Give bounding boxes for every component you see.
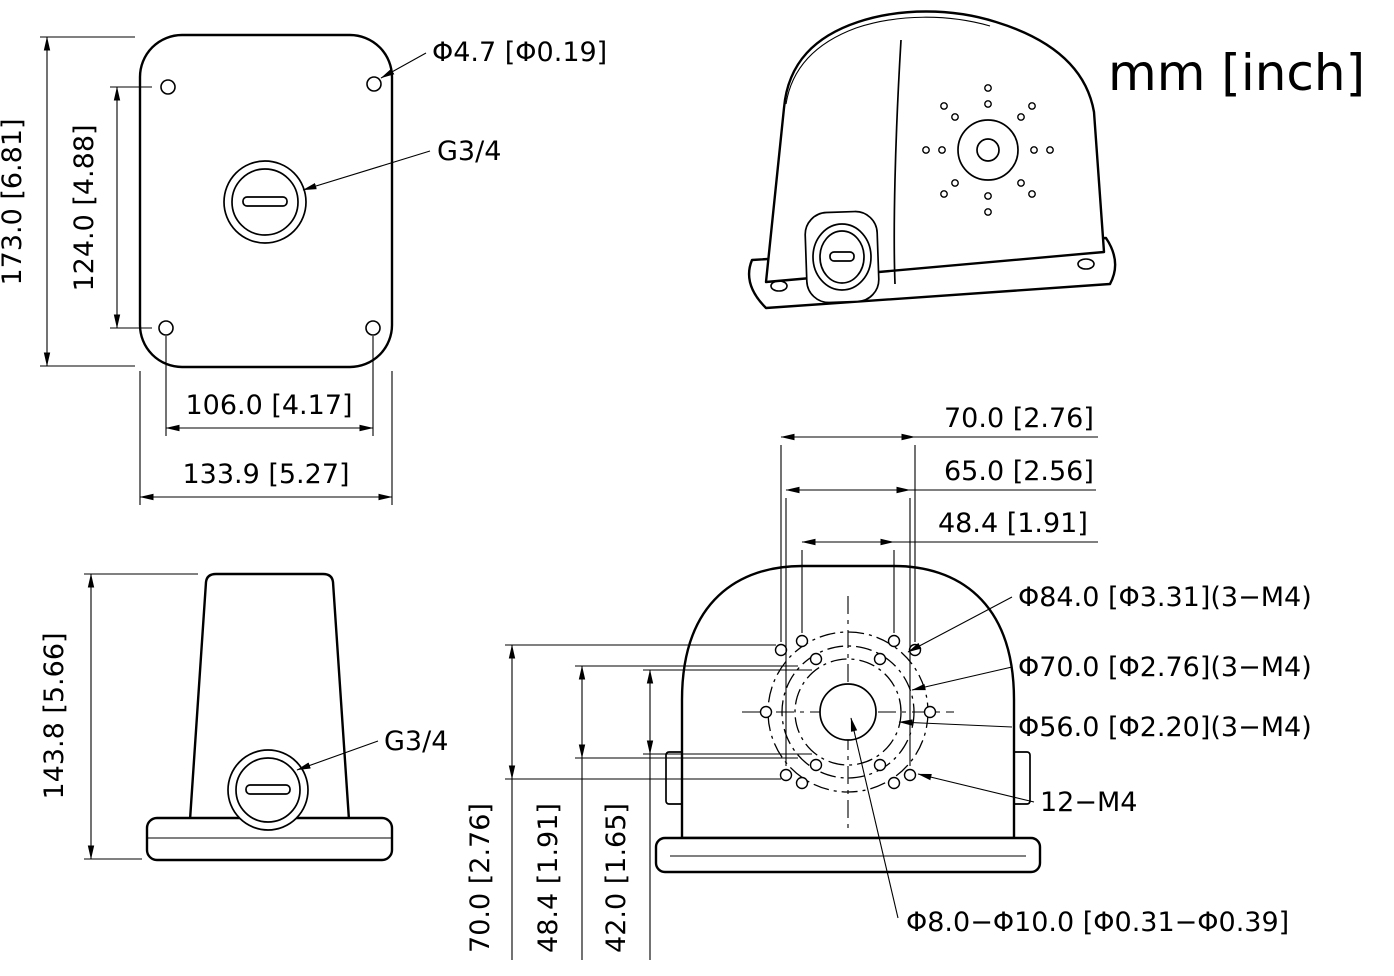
- front-center-boss: [223, 160, 307, 244]
- leader-bc70: [911, 666, 1013, 691]
- dim-front-hole-spacing-v: 124.0 [4.88]: [69, 86, 152, 329]
- iso-face-divider: [893, 39, 902, 285]
- side-view: 143.8 [5.66] G3/4: [39, 572, 448, 862]
- dim-front-height: 173.0 [6.81]: [0, 36, 135, 367]
- front-corner-holes: [158, 76, 382, 336]
- dim-back-top-48: 48.4 [1.91]: [801, 508, 1098, 633]
- back-top-48-label: 48.4 [1.91]: [938, 508, 1088, 539]
- back-center-hole: [819, 683, 877, 741]
- side-thread-callout-label: G3/4: [384, 726, 448, 757]
- dim-back-top-65: 65.0 [2.56]: [785, 456, 1096, 766]
- back-left-70-label: 70.0 [2.76]: [465, 803, 496, 953]
- bolt-circle-70: [781, 645, 915, 779]
- dim-back-left-48: 48.4 [1.91]: [533, 665, 798, 960]
- leader-12m4: [917, 773, 1035, 803]
- front-width-label: 133.9 [5.27]: [182, 459, 349, 490]
- side-body-outline: [188, 572, 351, 822]
- iso-flange-holes: [770, 258, 1095, 292]
- back-top-70-label: 70.0 [2.76]: [944, 403, 1094, 434]
- front-hole-callout-label: Φ4.7 [Φ0.19]: [432, 37, 607, 68]
- leader-side-thread: [296, 740, 379, 771]
- dim-front-hole-spacing-h: 106.0 [4.17]: [165, 336, 374, 436]
- bc70-callout-label: Φ70.0 [Φ2.76](3−M4): [1018, 652, 1312, 683]
- bc84-callout-label: Φ84.0 [Φ3.31](3−M4): [1018, 582, 1312, 613]
- bolt-circle-56: [794, 658, 902, 766]
- leader-thread: [302, 150, 431, 191]
- iso-side-boss: [804, 210, 880, 304]
- leader-corner-hole: [380, 52, 427, 79]
- bc56-callout-label: Φ56.0 [Φ2.20](3−M4): [1018, 712, 1312, 743]
- dim-front-width: 133.9 [5.27]: [139, 371, 393, 505]
- side-boss: [227, 749, 309, 831]
- back-view: 70.0 [2.76] 65.0 [2.56] 48.4 [1.91] 70.0…: [465, 403, 1312, 960]
- front-hole-h-label: 106.0 [4.17]: [185, 390, 352, 421]
- dim-side-height: 143.8 [5.66]: [39, 573, 198, 860]
- iso-front-hole-pattern: [922, 84, 1054, 216]
- leader-bc84: [907, 596, 1013, 653]
- leader-center-hole: [850, 717, 899, 919]
- leader-bc56: [898, 719, 1013, 728]
- back-flange: [654, 836, 1042, 874]
- dim-back-left-42: 42.0 [1.65]: [601, 669, 812, 960]
- iso-top-edge: [785, 16, 991, 105]
- back-left-48-label: 48.4 [1.91]: [533, 803, 564, 953]
- units-label: mm [inch]: [1108, 44, 1365, 102]
- front-height-label: 173.0 [6.81]: [0, 118, 28, 285]
- iso-view: mm [inch]: [747, 10, 1365, 310]
- back-left-42-label: 42.0 [1.65]: [601, 803, 632, 953]
- front-thread-callout-label: G3/4: [437, 136, 501, 167]
- front-hole-v-label: 124.0 [4.88]: [69, 124, 100, 291]
- front-view: Φ4.7 [Φ0.19] G3/4 173.0 [6.81] 124.0 [4.…: [0, 33, 607, 505]
- back-top-65-label: 65.0 [2.56]: [944, 456, 1094, 487]
- dim-back-top-70: 70.0 [2.76]: [780, 403, 1098, 642]
- side-height-label: 143.8 [5.66]: [39, 632, 70, 799]
- dim-back-left-70: 70.0 [2.76]: [465, 644, 781, 960]
- m4-callout-label: 12−M4: [1040, 787, 1137, 818]
- center-hole-callout-label: Φ8.0−Φ10.0 [Φ0.31−Φ0.39]: [906, 907, 1289, 938]
